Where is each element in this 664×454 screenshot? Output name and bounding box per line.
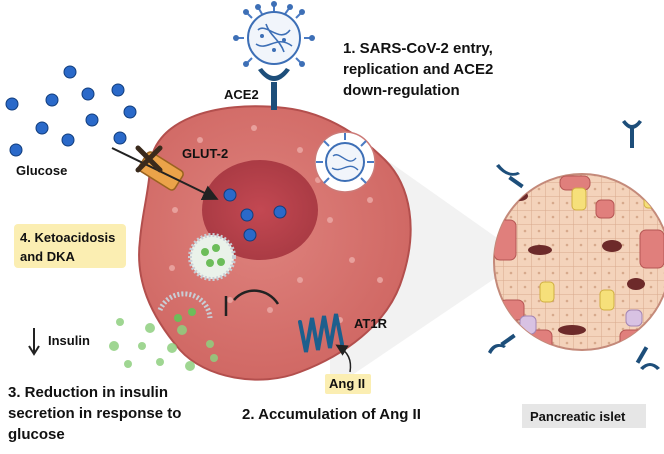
inhibition-curve: [233, 289, 280, 305]
ace2-label: ACE2: [224, 87, 259, 102]
virus-in-cell-icon: [314, 131, 376, 193]
step4-line1: 4. Ketoacidosis: [20, 230, 116, 245]
ang2-label: Ang II: [329, 376, 366, 391]
inhibition-cross-icon: [135, 145, 163, 173]
virus-icon: [233, 1, 315, 67]
glut2-label: GLUT-2: [182, 146, 229, 161]
step3-line3: glucose: [8, 426, 65, 443]
islet-caption: Pancreatic islet: [530, 409, 626, 424]
islet-tissue-icon: [488, 120, 664, 370]
step3-label: 3. Reduction in insulin secretion in res…: [8, 382, 181, 445]
step3-line1: 3. Reduction in insulin: [8, 384, 169, 401]
ang2-arrow: [335, 344, 352, 373]
glucose-entry-arrow: [111, 147, 219, 200]
exocytosis-vesicle-icon: [157, 291, 213, 322]
step1-label: 1. SARS-CoV-2 entry, replication and ACE…: [343, 38, 493, 101]
step1-line3: down-regulation: [343, 82, 460, 99]
step4-line2: and DKA: [20, 249, 75, 264]
step1-line2: replication and ACE2: [343, 61, 494, 78]
insulin-label: Insulin: [48, 333, 90, 348]
released-insulin: [109, 318, 218, 371]
extracellular-glucose: [5, 65, 137, 157]
ace2-receptor-icon: [258, 68, 290, 110]
step4-label: 4. Ketoacidosis and DKA: [20, 228, 115, 266]
at1r-label: AT1R: [354, 316, 387, 331]
insulin-granule-icon: [188, 233, 236, 281]
cell-nucleus: [202, 160, 318, 260]
islet-caption-box: [522, 404, 646, 428]
step4-box: [14, 224, 126, 268]
ang2-box: [325, 374, 371, 394]
step1-line1: 1. SARS-CoV-2 entry,: [343, 40, 493, 57]
down-arrow-icon: [28, 328, 40, 356]
glucose-label: Glucose: [16, 163, 68, 178]
at1r-receptor-icon: [298, 313, 344, 353]
step2-label: 2. Accumulation of Ang II: [242, 406, 421, 423]
step3-line2: secretion in response to: [8, 405, 182, 422]
intracellular-glucose: [223, 188, 287, 242]
